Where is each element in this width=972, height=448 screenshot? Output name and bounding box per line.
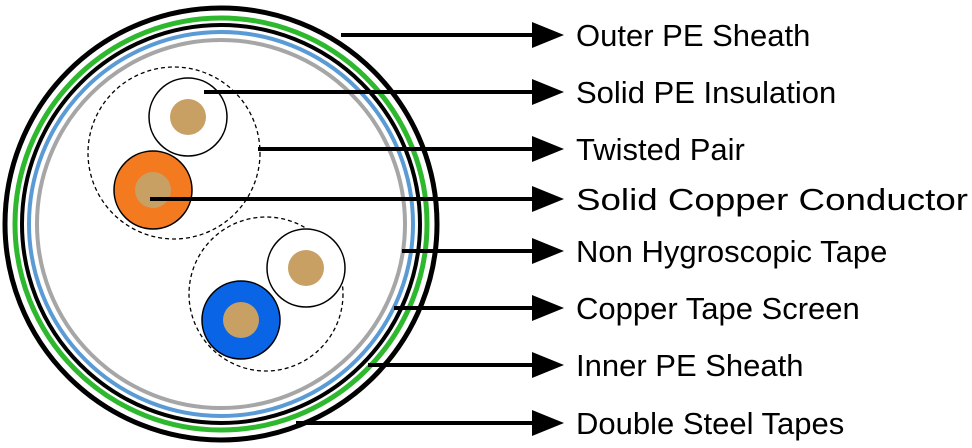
copper-conductor <box>135 172 171 208</box>
labels: Outer PE Sheath Solid PE Insulation Twis… <box>576 18 968 441</box>
twisted-pair-2 <box>188 216 346 372</box>
outer-pe-sheath-ring <box>2 5 440 443</box>
twisted-pair-boundary <box>87 66 261 240</box>
arrowhead <box>532 186 564 212</box>
arrowhead <box>532 136 564 162</box>
twisted-pair-boundary <box>188 216 344 372</box>
label-solid-pe-insulation: Solid PE Insulation <box>576 75 836 110</box>
arrowhead <box>532 295 564 321</box>
copper-conductor <box>170 99 206 135</box>
arrowhead <box>532 410 564 436</box>
inner-pe-sheath-ring <box>20 23 422 425</box>
twisted-pair-1 <box>87 66 261 240</box>
copper-tape-screen-ring <box>27 30 415 418</box>
copper-conductor <box>288 250 324 286</box>
label-double-steel-tapes: Double Steel Tapes <box>576 406 844 441</box>
label-solid-copper-conductor: Solid Copper Conductor <box>576 182 968 217</box>
label-copper-tape-screen: Copper Tape Screen <box>576 291 860 326</box>
copper-conductor <box>223 302 259 338</box>
cable-rings <box>2 5 440 443</box>
arrowhead <box>532 238 564 264</box>
arrowhead <box>532 79 564 105</box>
label-outer-pe-sheath: Outer PE Sheath <box>576 18 810 53</box>
steel-tape-ring <box>12 15 430 433</box>
label-non-hygroscopic-tape: Non Hygroscopic Tape <box>576 234 887 269</box>
arrowhead <box>532 352 564 378</box>
leader-lines <box>150 22 564 436</box>
arrowhead <box>532 22 564 48</box>
label-twisted-pair: Twisted Pair <box>576 132 745 167</box>
label-inner-pe-sheath: Inner PE Sheath <box>576 348 804 383</box>
non-hygroscopic-tape-ring <box>35 38 407 410</box>
